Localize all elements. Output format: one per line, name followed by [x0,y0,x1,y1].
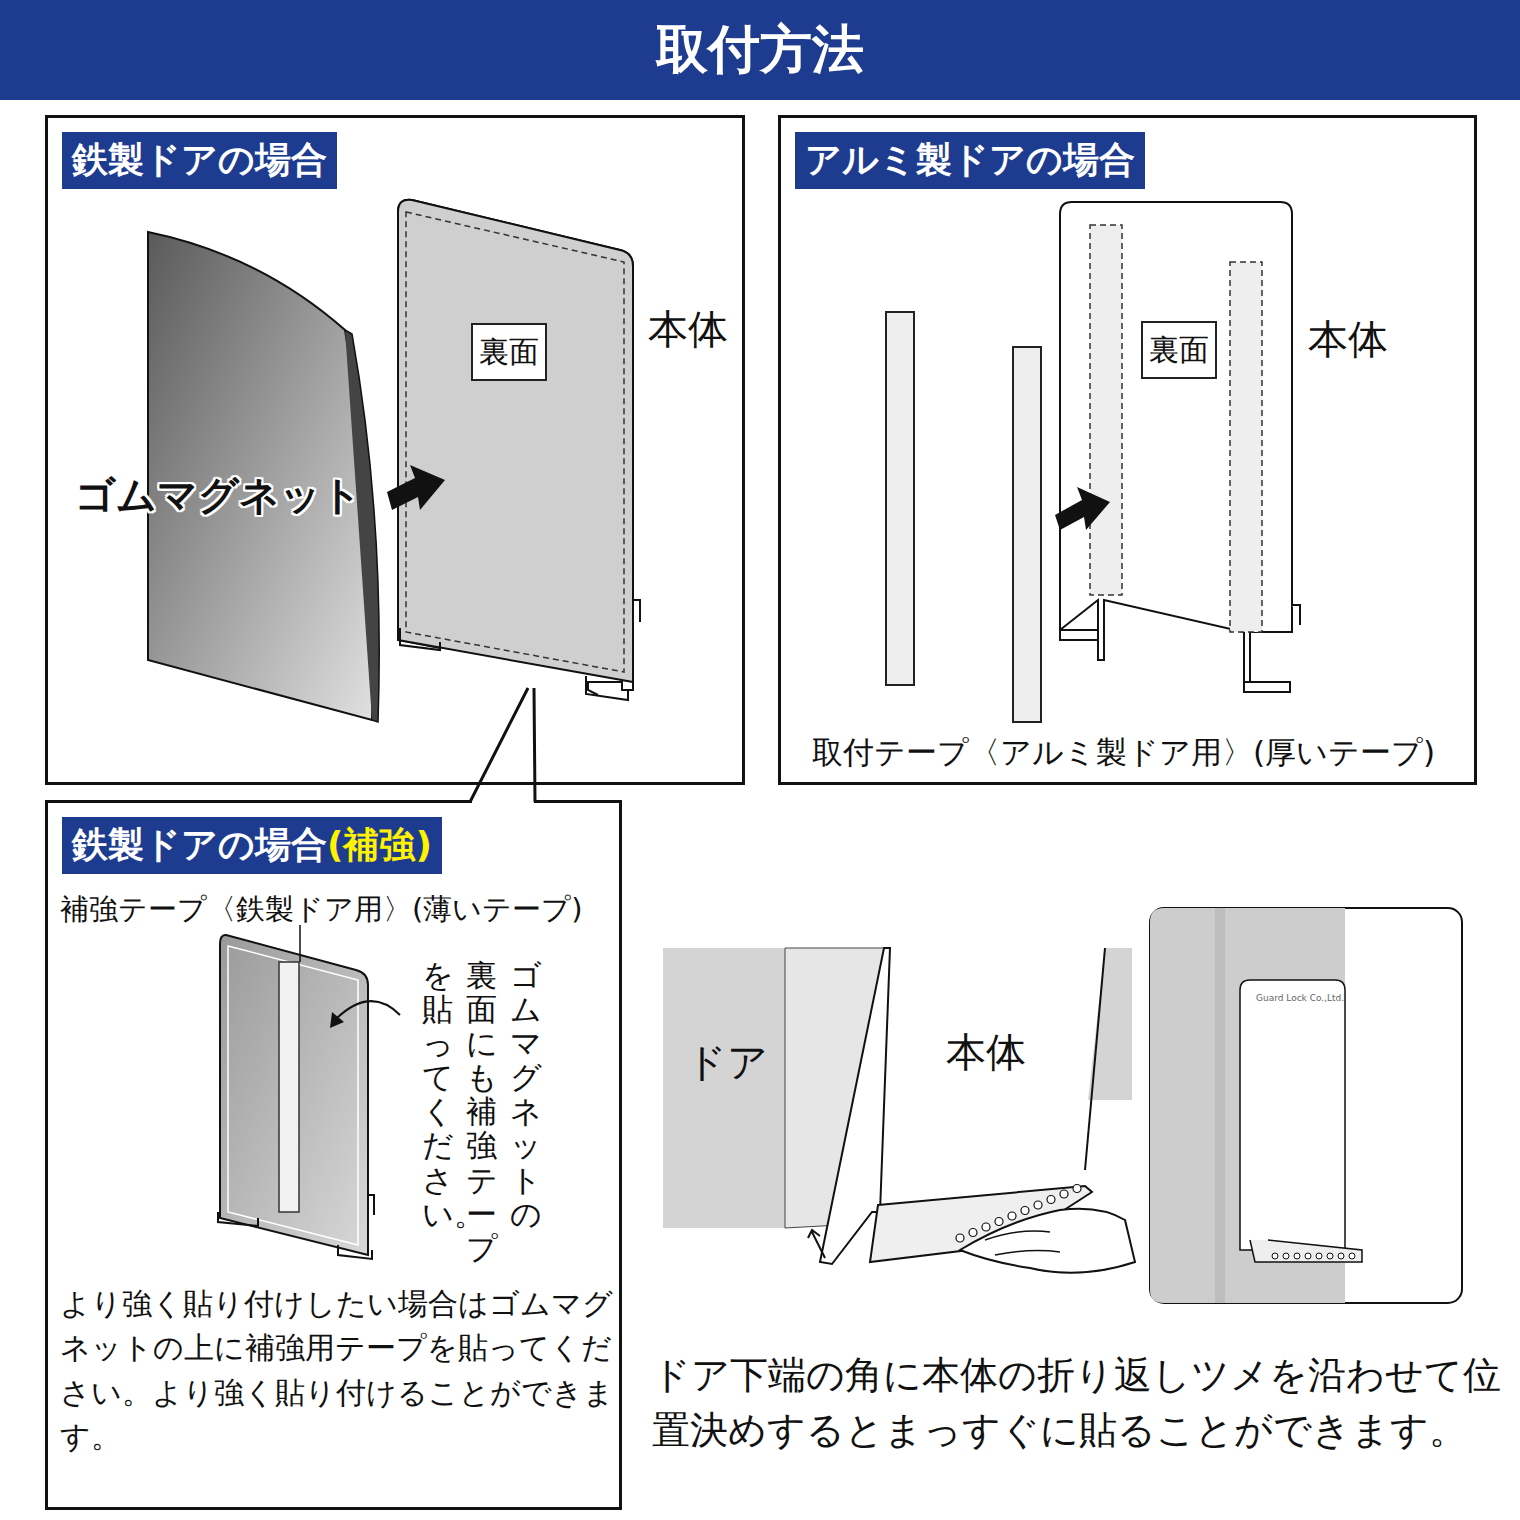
section-panel: 鉄製ドアの場合裏面 [45,115,745,785]
hand [960,1209,1135,1273]
heading-text: アルミ製ドアの場合 [805,139,1135,180]
note: を貼ってください。 [422,958,453,1231]
part-name: ゴムマグネット [75,468,362,522]
section-heading: アルミ製ドアの場合 [795,132,1145,189]
door-front [663,948,785,1228]
section-heading: 鉄製ドアの場合 [62,132,337,189]
box-text: 裏面 [1149,330,1209,371]
inset-frame [1150,908,1462,1303]
tape-strip [886,312,914,685]
label-box: 裏面 [1141,321,1217,379]
part-name: 本体 [1308,312,1388,366]
heading-text: (補強) [327,824,432,865]
part-name: 本体 [946,1025,1026,1079]
part-name: 取付テープ〈アルミ製ドア用〉(厚いテープ) [812,732,1435,774]
heading-text: 鉄製ドアの場合 [72,139,327,180]
box-text: 裏面 [479,332,539,373]
part-name: 本体 [648,302,728,356]
body-back [398,200,633,682]
note: より強く貼り付けしたい場合はゴムマグネットの上に補強用テープを貼ってください。よ… [60,1282,620,1460]
body-sheet [1240,980,1345,1250]
label-box: 裏面 [471,323,547,381]
title-band [0,0,1520,100]
note: 裏面にも補強テープ [466,958,497,1265]
body-with-magnet [220,935,368,1255]
arrow [1055,487,1110,530]
tape-strip [1013,347,1041,722]
brand-mark: Guard Lock Co.,Ltd. [1256,992,1344,1004]
arrow [387,465,445,510]
title: 取付方法 [0,0,1520,100]
reinforce-tape [279,962,299,1212]
magnet-edge [345,330,379,722]
section-panel: アルミ製ドアの場合裏面 [778,115,1477,785]
caption-note: ドア下端の角に本体の折り返しツメを沿わせて位置決めするとまっすぐに貼ることができ… [652,1348,1502,1458]
section-heading: 鉄製ドアの場合(補強) [62,817,442,874]
part-name: 補強テープ〈鉄製ドア用〉(薄いテープ) [60,890,583,929]
note: ゴムマグネットの [510,958,541,1231]
part-name: ドア [686,1035,768,1089]
body-back [1060,202,1292,690]
heading-text: 鉄製ドアの場合 [72,824,327,865]
